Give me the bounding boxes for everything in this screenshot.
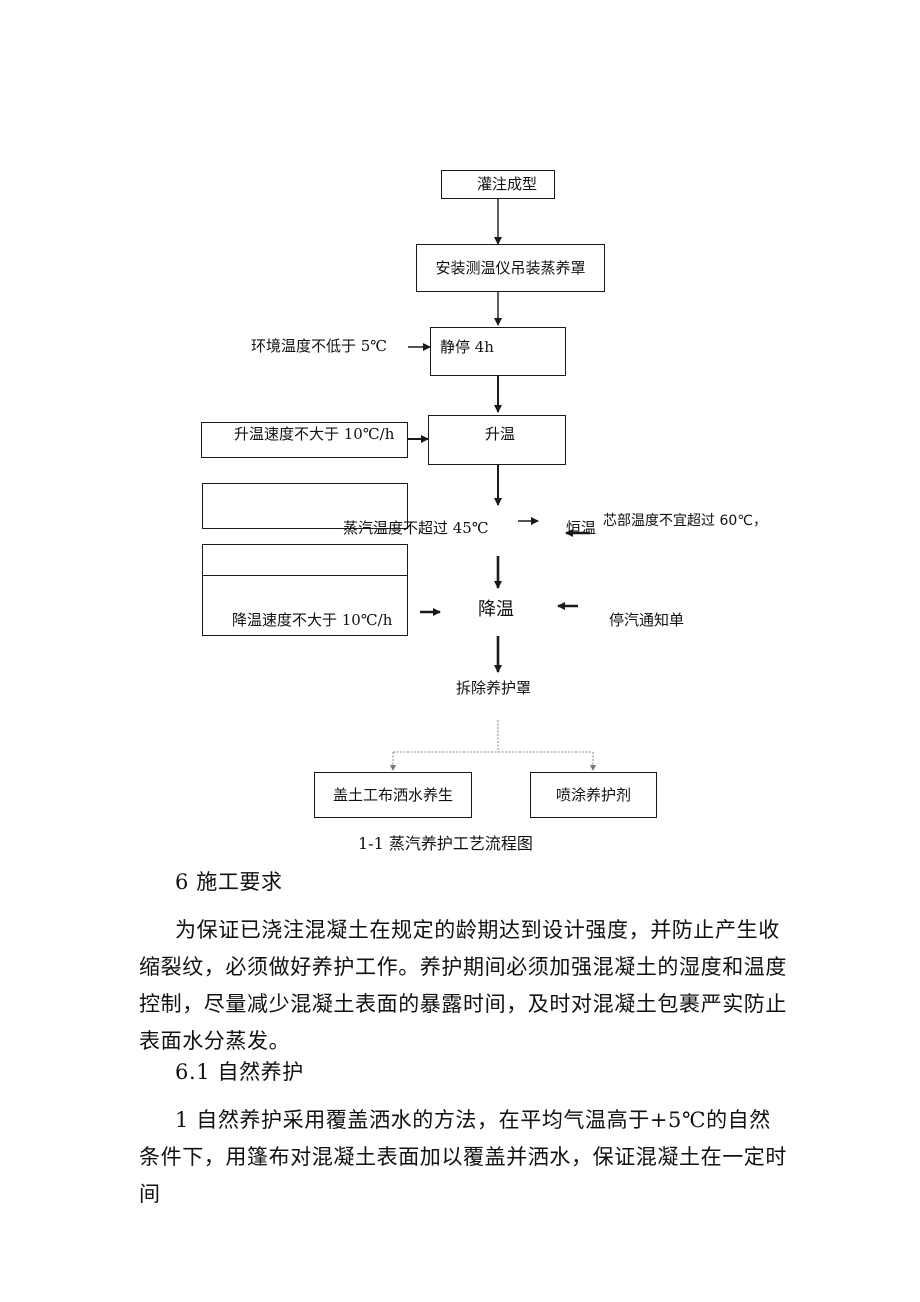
box-rest: 静停 4h	[430, 327, 566, 376]
box-cover: 盖土工布洒水养生	[314, 772, 472, 818]
cool-label: 降温	[478, 599, 514, 620]
box-heat-rate: 升温速度不大于 10℃/h	[201, 422, 408, 458]
ambient-label: 环境温度不低于 5℃	[251, 337, 388, 355]
core-temp-label: 芯部温度不宜超过 60℃，	[603, 513, 767, 529]
heat-label: 升温	[485, 425, 516, 443]
heat-rate-label: 升温速度不大于 10℃/h	[234, 425, 395, 443]
box-spray: 喷涂养护剂	[530, 772, 657, 818]
section-6-1-heading: 6.1 自然养护	[175, 1060, 304, 1084]
install-label: 安装测温仪吊装蒸养罩	[435, 258, 586, 277]
stop-notice-label: 停汽通知单	[609, 611, 685, 629]
remove-label: 拆除养护罩	[456, 679, 532, 697]
paragraph-natural-curing: 1 自然养护采用覆盖洒水的方法，在平均气温高于+5℃的自然条件下，用篷布对混凝土…	[139, 1108, 787, 1206]
paragraph-curing: 为保证已浇注混凝土在规定的龄期达到设计强度，并防止产生收缩裂纹，必须做好养护工作…	[139, 918, 787, 1053]
box-cool-rate-top	[202, 544, 408, 577]
box-casting: 灌注成型	[441, 170, 555, 199]
box-install: 安装测温仪吊装蒸养罩	[416, 244, 605, 292]
cover-label: 盖土工布洒水养生	[332, 785, 453, 804]
flowchart-caption: 1-1 蒸汽养护工艺流程图	[358, 834, 533, 853]
steam-temp-label: 蒸汽温度不超过 45℃	[343, 519, 489, 537]
rest-label: 静停 4h	[440, 338, 494, 356]
constant-label: 恒温	[566, 519, 597, 537]
spray-label: 喷涂养护剂	[555, 785, 631, 804]
box-heat: 升温	[428, 415, 566, 465]
section-6-heading: 6 施工要求	[175, 870, 283, 894]
cool-rate-label: 降温速度不大于 10℃/h	[232, 611, 393, 629]
box-cool-rate	[202, 575, 408, 636]
box-steam-temp-frame	[202, 483, 408, 529]
casting-label: 灌注成型	[477, 175, 538, 193]
